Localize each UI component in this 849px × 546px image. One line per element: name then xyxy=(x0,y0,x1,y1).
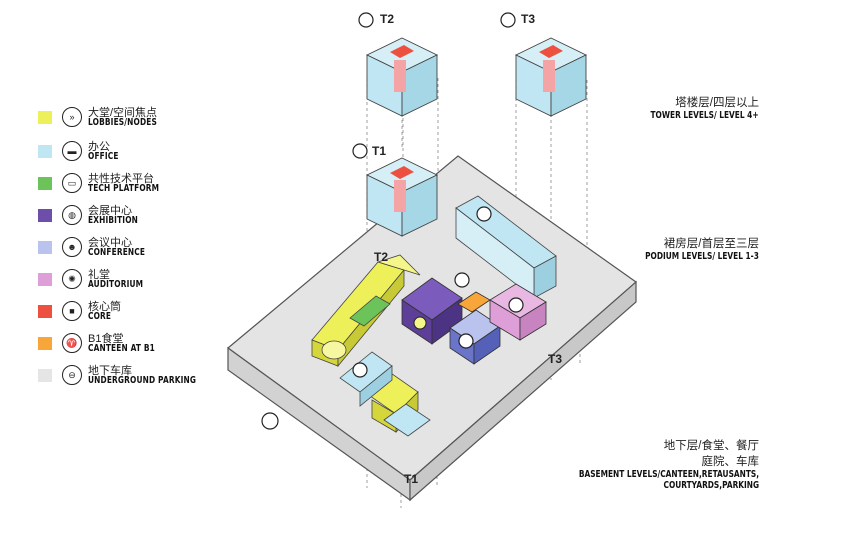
basement-levels-cn1: 地下层/食堂、餐厅 xyxy=(663,440,759,452)
tower-levels-en: TOWER LEVELS/ LEVEL 4+ xyxy=(650,110,759,121)
tower-label-t1-top: T1 xyxy=(372,144,387,158)
legend-swatch xyxy=(38,369,52,382)
legend-label-cn: 共性技术平台 xyxy=(88,173,154,185)
legend-label-cn: 会议中心 xyxy=(88,237,132,249)
legend-swatch xyxy=(38,177,52,190)
legend-label-en: OFFICE xyxy=(88,151,119,162)
legend-label-cn: 礼堂 xyxy=(88,269,110,281)
tower-label-t1-base: T1 xyxy=(404,472,419,486)
legend-label-cn: 核心筒 xyxy=(88,301,121,313)
exhibition-globe-icon xyxy=(413,316,427,330)
tech-platform-volume xyxy=(349,295,391,327)
legend-label-cn: 大堂/空间焦点 xyxy=(88,107,158,119)
tower-label-t2-top: T2 xyxy=(380,12,395,26)
legend-label-cn: 会展中心 xyxy=(88,205,132,217)
auditorium-lightbulb-icon xyxy=(508,297,524,313)
tower-levels-cn: 塔楼层/四层以上 xyxy=(675,97,759,109)
basement-levels-cn2: 庭院、车库 xyxy=(701,456,760,468)
basement-levels-en2: COURTYARDS,PARKING xyxy=(663,480,759,491)
legend-swatch xyxy=(38,111,52,124)
legend-label-en: TECH PLATFORM xyxy=(88,183,160,194)
car-icon: ⊖ xyxy=(62,365,82,385)
people-icon: ☻ xyxy=(62,237,82,257)
legend-label-cn: 办公 xyxy=(88,141,110,153)
tower-t3-cube xyxy=(514,37,588,117)
podium-office-briefcase-icon xyxy=(352,362,368,378)
legend-label-en: CANTEEN AT B1 xyxy=(88,343,155,354)
globe-icon: ◍ xyxy=(62,205,82,225)
legend-label-en: LOBBIES/NODES xyxy=(88,117,157,128)
t1-briefcase-icon xyxy=(352,143,368,159)
double-chevron-icon: » xyxy=(62,107,82,127)
basement-levels-label: 地下层/食堂、餐厅 庭院、车库 BASEMENT LEVELS/CANTEEN,… xyxy=(528,437,759,491)
tower-t1-cube xyxy=(365,157,439,237)
conference-people-icon xyxy=(458,333,474,349)
basement-levels-en1: BASEMENT LEVELS/CANTEEN,RETAUSANTS, xyxy=(578,469,759,480)
legend-swatch xyxy=(38,145,52,158)
legend-swatch xyxy=(38,209,52,222)
tower-t2-cube xyxy=(365,37,439,117)
tower-label-t3-base: T3 xyxy=(548,352,563,366)
legend-label-en: EXHIBITION xyxy=(88,215,139,226)
briefcase-icon: ▬ xyxy=(62,141,82,161)
tower-label-t2-base: T2 xyxy=(374,250,389,264)
parking-car-icon xyxy=(261,412,279,430)
podium-levels-label: 裙房层/首层至三层 PODIUM LEVELS/ LEVEL 1-3 xyxy=(613,235,759,262)
t3-briefcase-icon xyxy=(500,12,516,28)
legend-swatch xyxy=(38,273,52,286)
podium-levels-cn: 裙房层/首层至三层 xyxy=(663,238,759,250)
tower-label-t3-top: T3 xyxy=(521,12,536,26)
legend-swatch xyxy=(38,241,52,254)
legend-label-cn: 地下车库 xyxy=(88,365,132,377)
legend-label-en: CONFERENCE xyxy=(88,247,146,258)
legend-label-en: CORE xyxy=(88,311,112,322)
legend-label-en: UNDERGROUND PARKING xyxy=(88,375,197,386)
podium-levels-en: PODIUM LEVELS/ LEVEL 1-3 xyxy=(645,251,759,262)
podium-office2-briefcase-icon xyxy=(476,206,492,222)
tower-levels-label: 塔楼层/四层以上 TOWER LEVELS/ LEVEL 4+ xyxy=(620,94,759,121)
t2-briefcase-icon xyxy=(358,12,374,28)
monitor-icon: ▭ xyxy=(62,173,82,193)
lightbulb-icon: ✺ xyxy=(62,269,82,289)
legend-label-cn: B1食堂 xyxy=(88,333,124,345)
legend-label-en: AUDITORIUM xyxy=(88,279,144,290)
core-square-icon: ■ xyxy=(62,301,82,321)
cutlery-icon: ♈ xyxy=(62,333,82,353)
legend-swatch xyxy=(38,337,52,350)
canteen-cutlery-icon xyxy=(454,272,470,288)
legend-swatch xyxy=(38,305,52,318)
